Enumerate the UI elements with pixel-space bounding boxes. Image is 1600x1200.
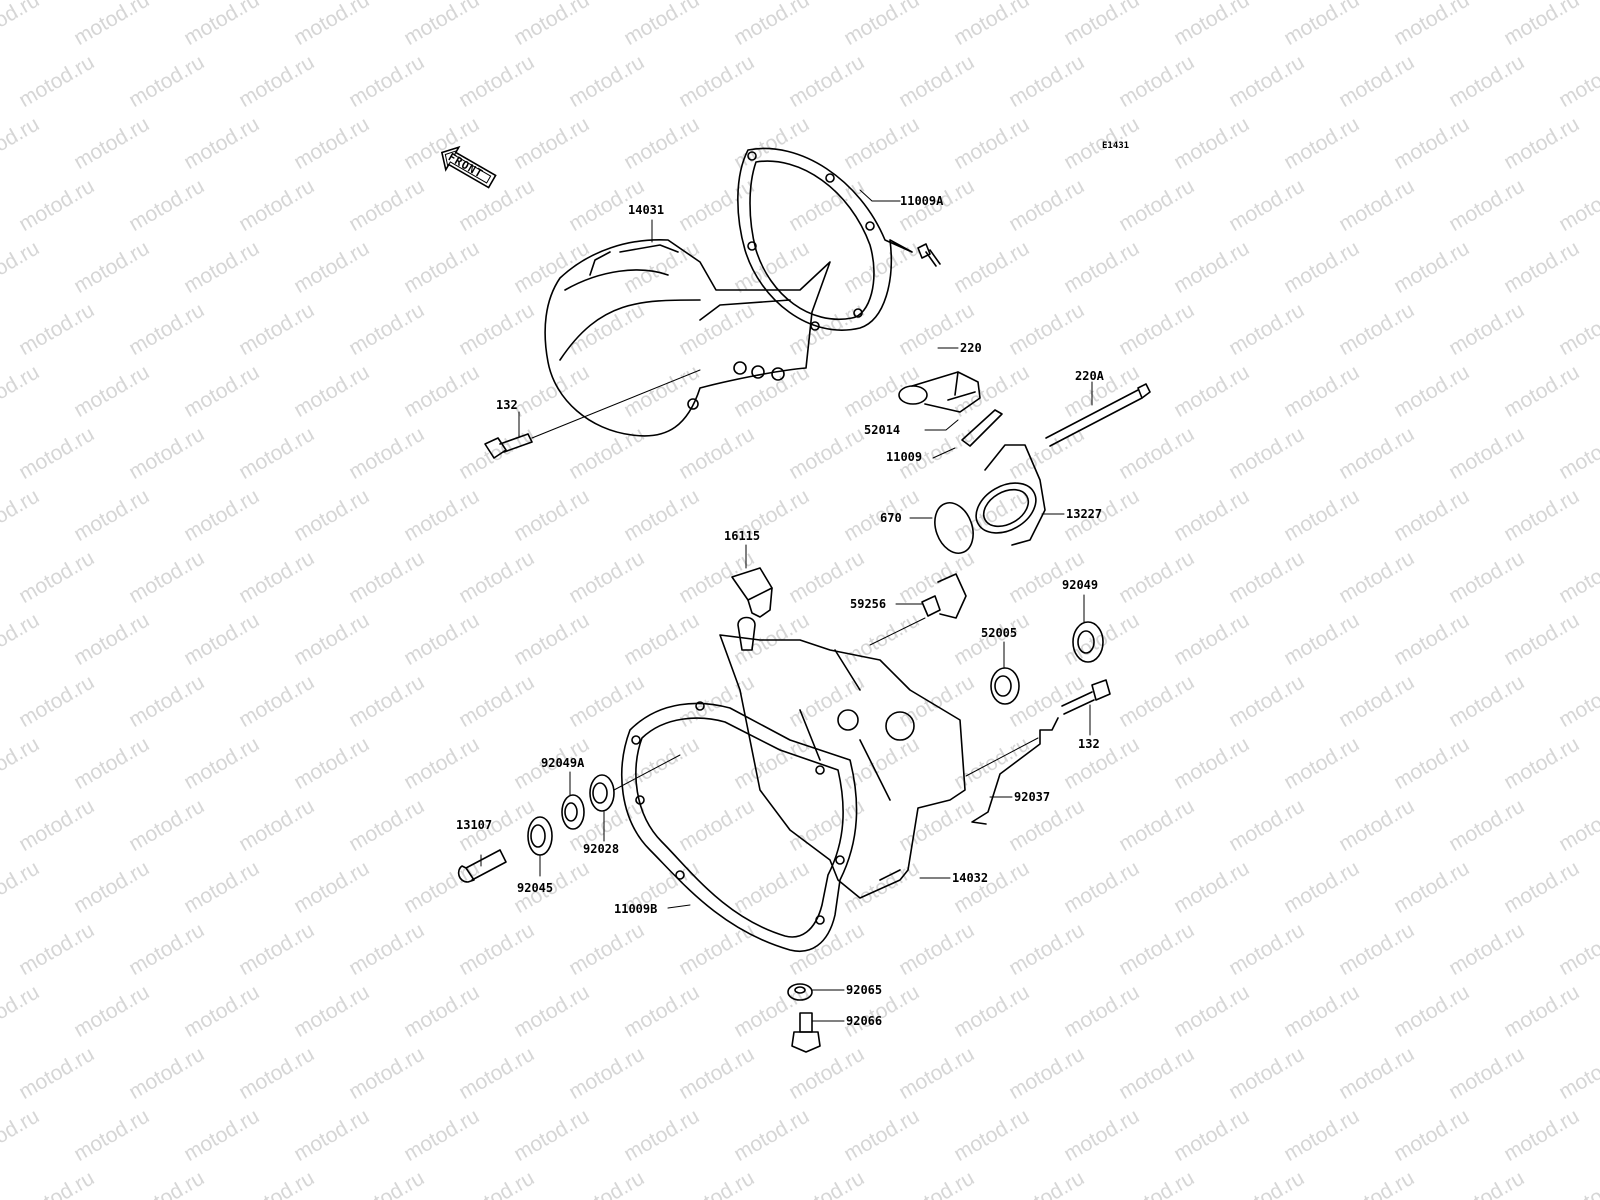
washer-92065 — [787, 983, 813, 1001]
part-label-92049A[interactable]: 92049A — [541, 756, 585, 770]
part-label-13107[interactable]: 13107 — [456, 818, 493, 832]
part-label-11009A[interactable]: 11009A — [900, 194, 944, 208]
oil-filler-plug-16115 — [731, 567, 773, 618]
part-label-92066[interactable]: 92066 — [846, 1014, 883, 1028]
part-label-92065[interactable]: 92065 — [846, 983, 883, 997]
part-label-59256[interactable]: 59256 — [850, 597, 887, 611]
part-label-132-top[interactable]: 132 — [496, 398, 518, 412]
water-pump-body-13227 — [975, 444, 1046, 546]
leader-lines — [480, 189, 1093, 1022]
part-label-13227[interactable]: 13227 — [1066, 507, 1103, 521]
bearing-92045 — [527, 816, 553, 856]
gasket-11009A — [737, 147, 913, 331]
part-label-14031[interactable]: 14031 — [628, 203, 665, 217]
screw-220 — [917, 243, 941, 267]
drain-bolt-92066 — [791, 1012, 821, 1053]
gasket-11009B — [621, 701, 858, 952]
part-label-11009[interactable]: 11009 — [886, 450, 923, 464]
bolt-132-top — [484, 369, 701, 459]
oil-seal-92049 — [1072, 621, 1104, 663]
oil-seal-92049A — [561, 794, 585, 830]
part-label-92045[interactable]: 92045 — [517, 881, 554, 895]
part-label-670[interactable]: 670 — [880, 511, 902, 525]
part-label-92028[interactable]: 92028 — [583, 842, 620, 856]
part-label-14032[interactable]: 14032 — [952, 871, 989, 885]
bolt-132-right — [1061, 679, 1111, 715]
part-label-220A[interactable]: 220A — [1075, 369, 1104, 383]
front-arrow-icon — [440, 145, 497, 189]
spring-92037 — [965, 717, 1059, 825]
part-label-92049[interactable]: 92049 — [1062, 578, 1099, 592]
diagram-code: E1431 — [1102, 141, 1130, 151]
water-pipe-52014 — [898, 371, 981, 413]
shaft-13107 — [457, 849, 507, 883]
oil-seal-52005 — [990, 667, 1020, 705]
collar-92028 — [589, 754, 681, 812]
outer-clutch-cover-14031 — [544, 239, 831, 437]
long-bolt-220A — [1045, 383, 1151, 447]
part-label-52005[interactable]: 52005 — [981, 626, 1018, 640]
front-direction-arrow: FRONT — [433, 139, 502, 196]
part-label-220[interactable]: 220 — [960, 341, 982, 355]
part-label-16115[interactable]: 16115 — [724, 529, 761, 543]
clutch-cover-14032 — [719, 616, 966, 899]
gasket-11009 — [961, 409, 1003, 447]
part-label-92037[interactable]: 92037 — [1014, 790, 1051, 804]
part-label-52014[interactable]: 52014 — [864, 423, 901, 437]
o-ring-670 — [934, 502, 974, 554]
part-label-132-right[interactable]: 132 — [1078, 737, 1100, 751]
part-label-11009B[interactable]: 11009B — [614, 902, 658, 916]
part-59256 — [869, 573, 967, 646]
